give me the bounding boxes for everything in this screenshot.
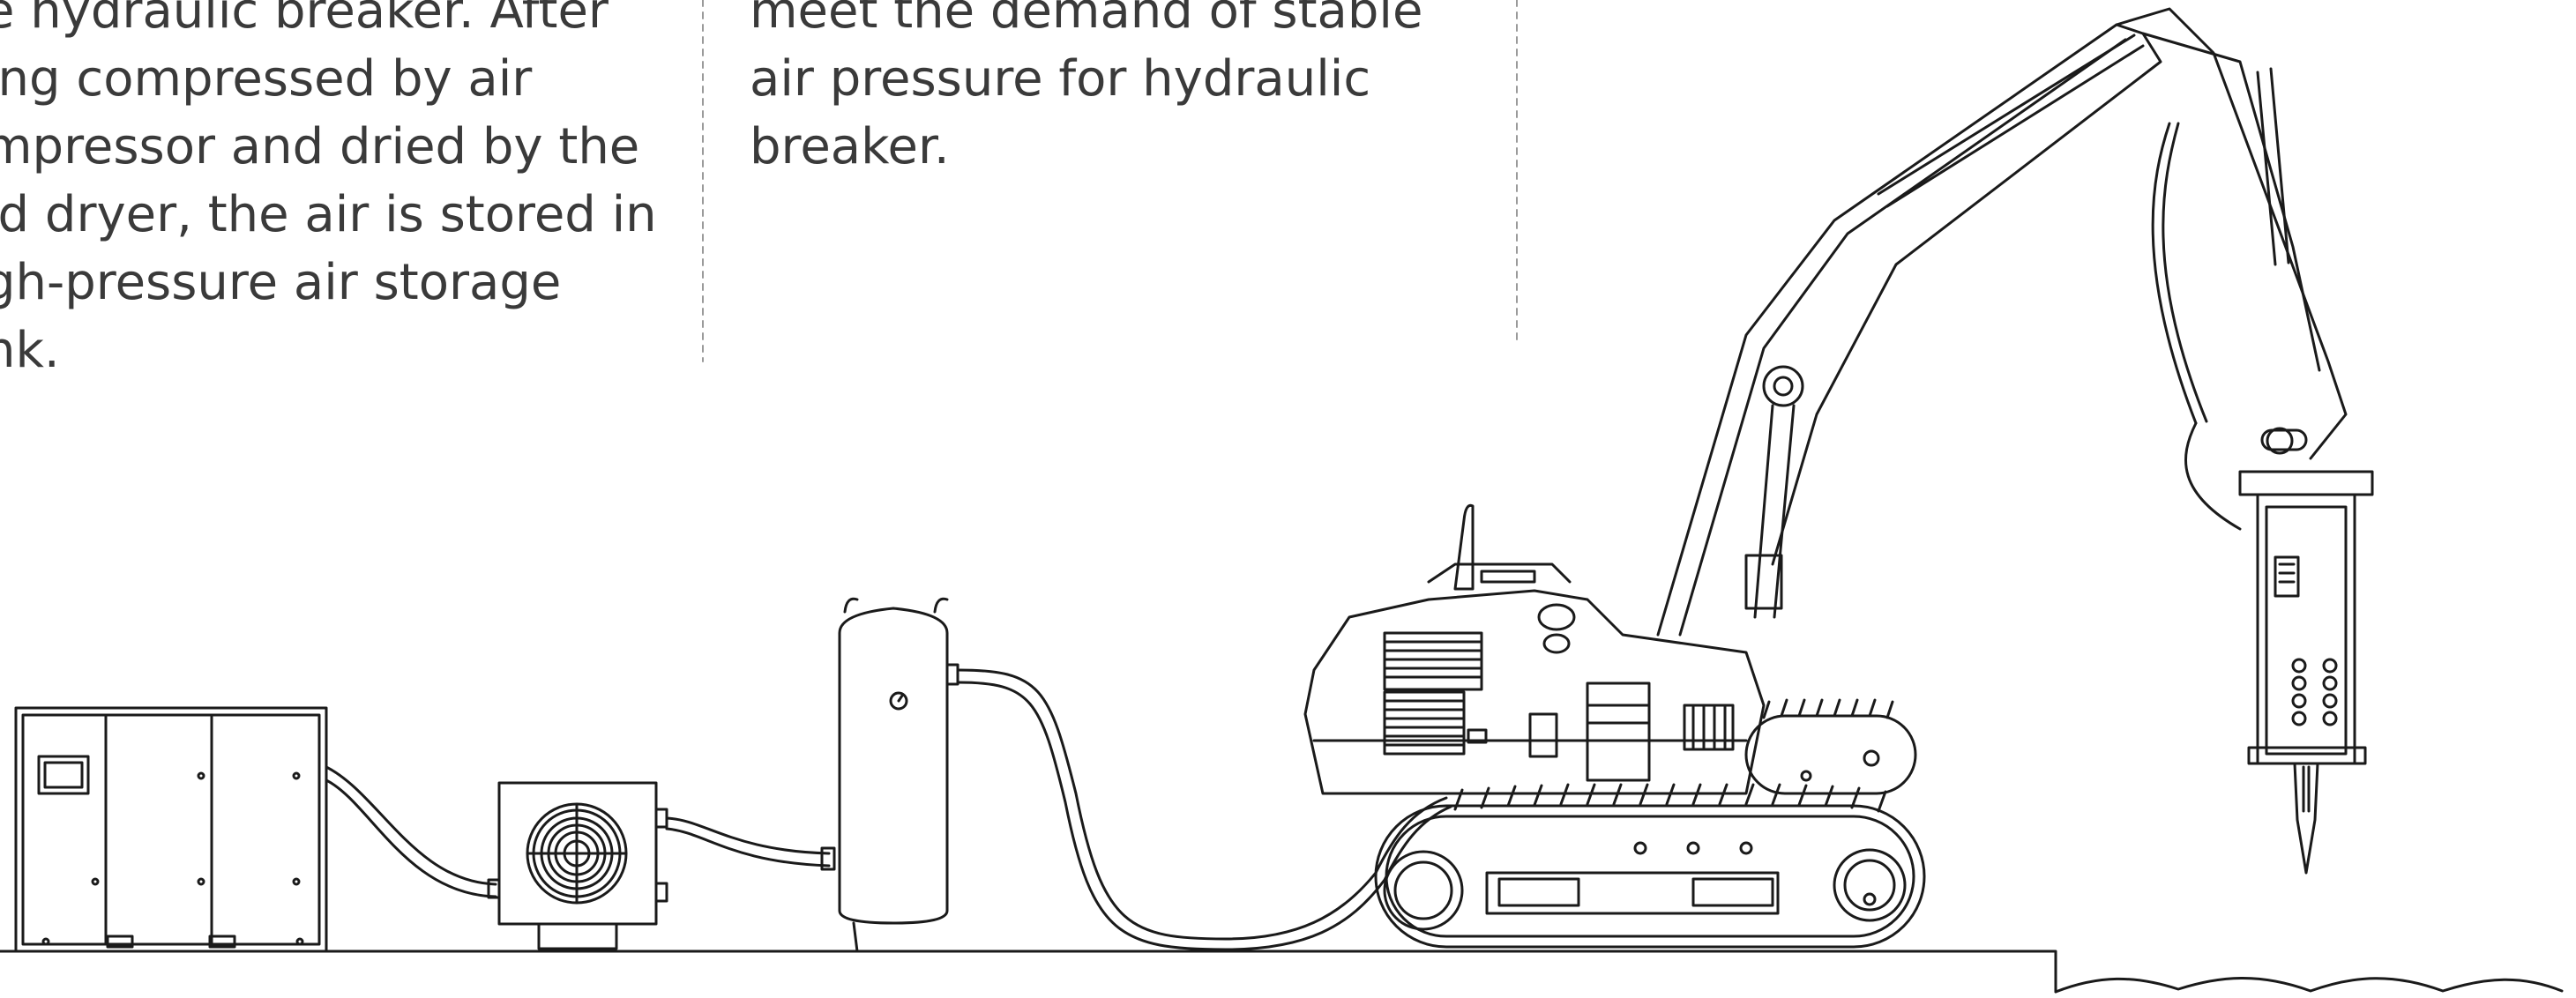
text-line: nk. bbox=[0, 322, 60, 379]
excavator-arm bbox=[2115, 7, 2348, 531]
text-line: gh-pressure air storage bbox=[0, 254, 562, 311]
text-line: air pressure for hydraulic bbox=[750, 50, 1371, 108]
excavator bbox=[1303, 7, 2374, 949]
text-line: ing compressed by air bbox=[0, 50, 533, 108]
ground bbox=[0, 950, 2564, 994]
description-text-right: meet the demand of stable air pressure f… bbox=[750, 0, 1422, 181]
hose-dryer-tank bbox=[665, 816, 831, 868]
hydraulic-breaker bbox=[2238, 470, 2374, 875]
air-compressor bbox=[14, 706, 328, 953]
text-line: ld dryer, the air is stored in bbox=[0, 186, 657, 243]
track-upper bbox=[1744, 698, 1917, 795]
excavator-boom bbox=[1656, 23, 2162, 637]
text-line: breaker. bbox=[750, 118, 950, 175]
cold-dryer bbox=[487, 781, 668, 950]
pressure-gauge-icon bbox=[889, 691, 908, 711]
text-line: mpressor and dried by the bbox=[0, 118, 640, 175]
text-line: e hydraulic breaker. After bbox=[0, 0, 609, 40]
fan-icon bbox=[526, 802, 628, 905]
breaker-icon bbox=[2238, 470, 2374, 875]
track-lower bbox=[1374, 783, 1926, 949]
description-text-left: e hydraulic breaker. After ing compresse… bbox=[0, 0, 657, 384]
hose-fitting bbox=[820, 846, 836, 871]
air-storage-tank bbox=[838, 597, 959, 953]
hose-compressor-dryer bbox=[325, 765, 497, 898]
excavator-house bbox=[1303, 503, 1766, 795]
text-line: meet the demand of stable bbox=[750, 0, 1423, 40]
hose-tank-excavator bbox=[956, 668, 1452, 951]
